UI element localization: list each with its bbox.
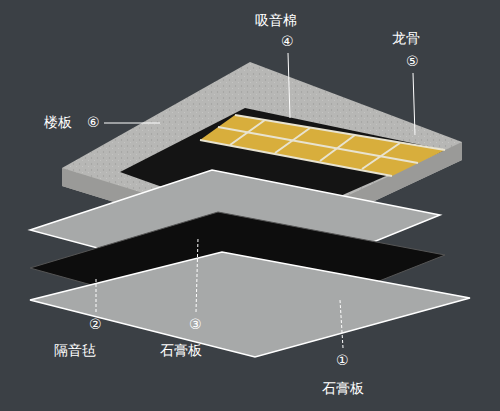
part-label: 吸音棉 <box>255 12 297 29</box>
callout-number: ② <box>89 316 102 333</box>
callout-number: ④ <box>281 33 294 50</box>
joists <box>200 115 445 176</box>
callout-number: ① <box>336 352 349 369</box>
leader-lines <box>96 53 415 348</box>
callout-number: ⑥ <box>87 114 100 131</box>
callout-number: ⑤ <box>406 53 419 70</box>
callout-number: ③ <box>189 316 202 333</box>
part-label: 石膏板 <box>322 380 364 397</box>
gypsum-board-lower <box>30 252 470 357</box>
part-label: 隔音毡 <box>54 342 96 359</box>
part-label: 石膏板 <box>160 342 202 359</box>
sound-wool <box>200 115 445 176</box>
part-label: 龙骨 <box>392 30 420 47</box>
part-label: 楼板 <box>44 114 72 131</box>
